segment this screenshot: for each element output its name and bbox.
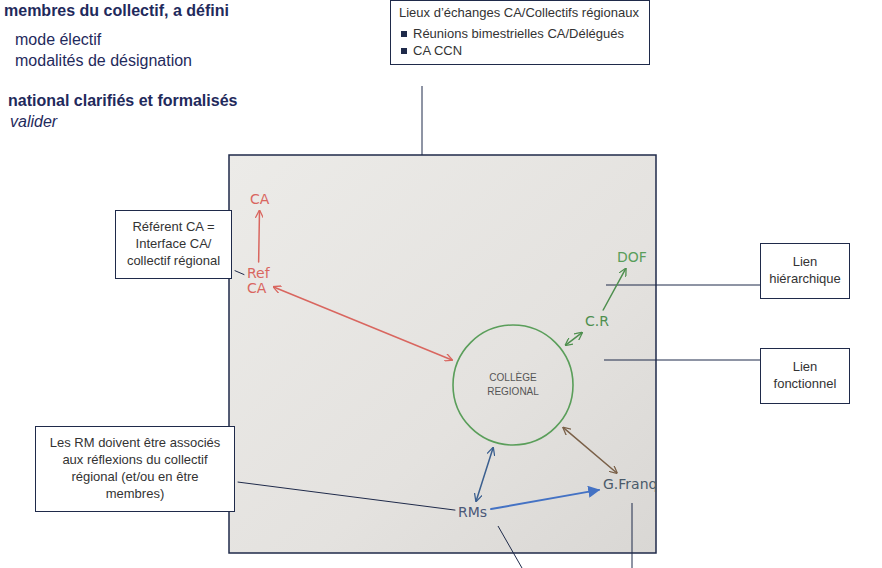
handwritten-word: Ref CA — [247, 266, 270, 295]
callout-box: Les RM doivent être associés aux réflexi… — [35, 426, 235, 512]
circle-label: COLLÈGE REGIONAL — [487, 371, 539, 399]
handwritten-text: G.Franq — [603, 477, 657, 492]
circle-outline — [451, 323, 575, 447]
handwritten-text: Ref CA — [247, 266, 270, 295]
hand-drawn-arrow — [563, 428, 616, 473]
leader-line — [238, 482, 455, 510]
handwritten-word: C.R — [585, 314, 609, 329]
circle-text-holder: COLLÈGE REGIONAL — [487, 371, 539, 399]
hand-drawn-arrow — [258, 211, 260, 262]
leader-line — [632, 503, 633, 568]
slide-text: mode électif — [15, 31, 101, 49]
hand-drawn-arrow — [274, 287, 452, 360]
hand-drawn-arrow — [566, 333, 582, 345]
slide-text: membres du collectif, a défini — [4, 2, 229, 20]
handwritten-word: G.Franq — [603, 477, 657, 492]
callout-box: Lien fonctionnel — [760, 348, 850, 404]
handwritten-word: CA — [250, 192, 269, 207]
circle-outline — [453, 325, 573, 445]
callout-box: Lien hiérarchique — [760, 243, 850, 299]
handwritten-text: C.R — [585, 314, 609, 329]
hand-drawn-arrow — [603, 269, 626, 310]
slide-text: national clarifiés et formalisés — [8, 92, 237, 110]
callout-text: Lien hiérarchique — [765, 254, 845, 288]
handwritten-text: DOF — [617, 250, 647, 265]
callout-box: Lieux d’échanges CA/Collectifs régionaux… — [390, 0, 650, 65]
slide-text: modalités de désignation — [15, 52, 192, 70]
leader-line — [498, 526, 522, 568]
slide-text: valider — [10, 113, 57, 131]
handwritten-text: CA — [250, 192, 269, 207]
callout-text: CA CCN — [399, 43, 641, 60]
handwritten-word: DOF — [617, 250, 647, 265]
leader-line — [422, 86, 423, 155]
handwritten-word: RMs — [458, 505, 487, 520]
callout-text: Les RM doivent être associés aux réflexi… — [42, 435, 228, 503]
callout-box: Référent CA = Interface CA/ collectif ré… — [115, 210, 232, 279]
hand-drawn-arrow — [476, 448, 493, 501]
leader-line — [235, 271, 244, 275]
college-circle: COLLÈGE REGIONAL — [451, 323, 575, 447]
leader-line — [606, 285, 760, 286]
callout-text: Réunions bimestrielles CA/Délégués — [399, 26, 641, 43]
callout-text: Lien fonctionnel — [765, 359, 845, 393]
callout-text: Référent CA = Interface CA/ collectif ré… — [122, 219, 225, 270]
hand-drawn-arrow — [491, 490, 599, 509]
photo-frame — [229, 155, 656, 553]
handwritten-text: RMs — [458, 505, 487, 520]
callout-text: Lieux d’échanges CA/Collectifs régionaux — [399, 5, 641, 22]
leader-line — [604, 360, 760, 361]
